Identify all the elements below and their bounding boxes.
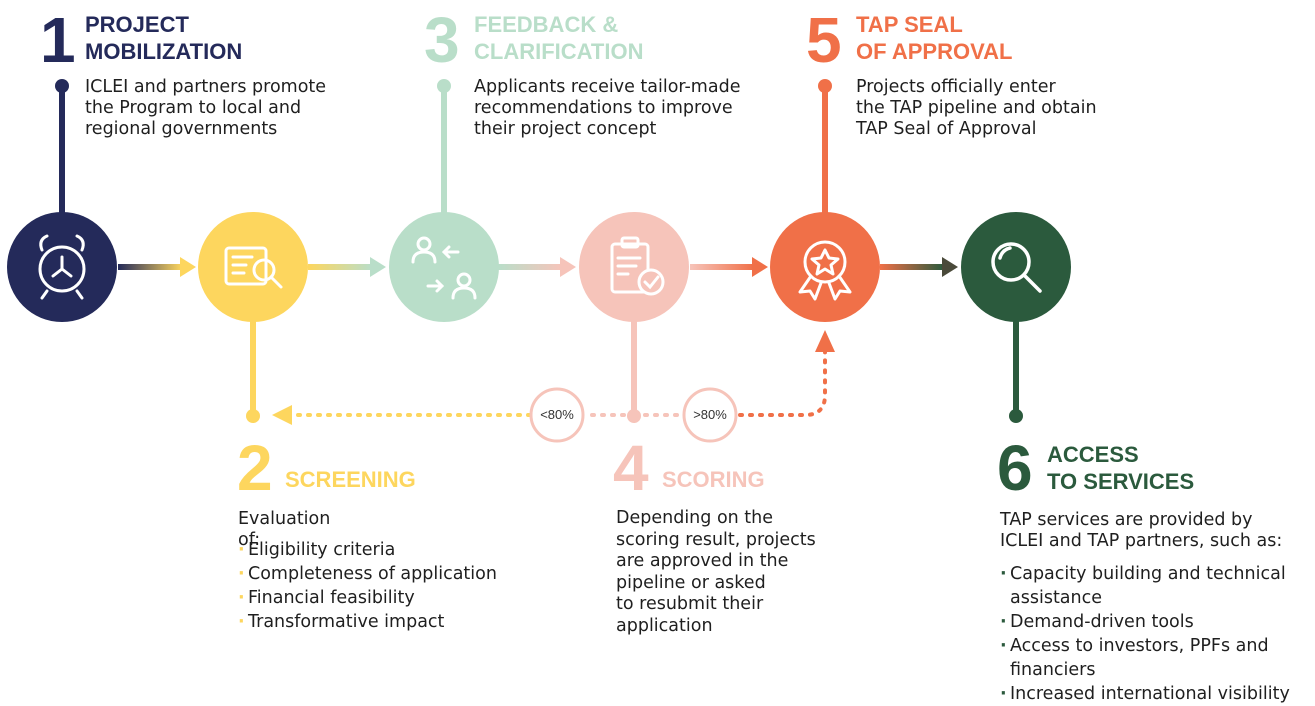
desc-line: to resubmit their [616, 594, 764, 614]
list-item: ·Access to investors, PPFs and [1000, 636, 1269, 656]
step-3-description: Applicants receive tailor-made recommend… [474, 77, 740, 140]
step-5-title: TAP SEAL OF APPROVAL [856, 11, 1012, 65]
desc-line: TAP services are provided by [1000, 510, 1253, 530]
document-search-icon [224, 246, 283, 289]
step-6-circle [961, 212, 1071, 322]
list-item-text: financiers [1010, 660, 1096, 680]
stem-6 [1009, 320, 1023, 423]
step-1-circle [7, 212, 117, 322]
magnifier-icon [991, 242, 1042, 293]
list-item-text: Increased international visibility [1010, 684, 1290, 704]
step-2-circle [198, 212, 308, 322]
list-item-text: assistance [1010, 588, 1103, 608]
step-2-number: 2 [237, 432, 273, 504]
desc-line: TAP Seal of Approval [856, 119, 1037, 139]
desc-line: ICLEI and TAP partners, such as: [1000, 531, 1283, 551]
step-5-title-line2: OF APPROVAL [856, 39, 1013, 64]
step-3-title-line2: CLARIFICATION [474, 39, 644, 64]
connector-1-2 [118, 257, 196, 277]
stem-1 [55, 79, 69, 214]
step-6-bullet-list: ·Capacity building and technical assista… [1000, 562, 1290, 706]
step-3-circle [389, 212, 499, 322]
alarm-clock-icon [38, 234, 86, 300]
step-1-description: ICLEI and partners promote the Program t… [85, 77, 326, 140]
desc-line: Projects officially enter [856, 77, 1056, 97]
list-item-text: Transformative impact [248, 612, 445, 632]
stem-3 [437, 79, 451, 214]
award-seal-icon [798, 240, 852, 301]
list-item: ·Increased international visibility [1000, 684, 1290, 704]
list-item: ·Financial feasibility [238, 588, 415, 608]
desc-line: are approved in the [616, 551, 789, 571]
list-item-text: Completeness of application [248, 564, 497, 584]
step-4-circle [579, 212, 689, 322]
badge-above-80 [682, 387, 738, 443]
step-6-number: 6 [997, 432, 1033, 504]
connector-4-5 [690, 257, 768, 277]
step-5-title-line1: TAP SEAL [856, 12, 963, 37]
connector-2-3 [308, 257, 386, 277]
step-1-number: 1 [40, 4, 76, 76]
list-item-text: Access to investors, PPFs and [1010, 636, 1269, 656]
desc-line: the Program to local and [85, 98, 302, 118]
step-3-title-line1: FEEDBACK & [474, 12, 619, 37]
stem-4 [627, 320, 641, 423]
step-5-number: 5 [806, 4, 842, 76]
list-item-text: Capacity building and technical [1010, 564, 1286, 584]
desc-line: scoring result, projects [616, 529, 816, 550]
step-1-title-line1: PROJECT [85, 12, 189, 37]
dotted-path-retry [272, 405, 626, 425]
desc-line: ICLEI and partners promote [85, 77, 327, 97]
dotted-path-approve [643, 330, 835, 417]
list-item: ·Completeness of application [238, 564, 497, 584]
step-4-title: SCORING [662, 467, 765, 492]
stem-5 [818, 79, 832, 214]
step-2-title: SCREENING [285, 467, 416, 492]
list-item: ·Transformative impact [238, 612, 445, 632]
list-item-text: Financial feasibility [248, 588, 415, 608]
step-4-number: 4 [613, 432, 649, 504]
connector-5-6 [880, 257, 958, 277]
desc-line: regional governments [85, 119, 278, 139]
users-exchange-icon [411, 236, 477, 300]
step-6-title-line2: TO SERVICES [1047, 469, 1195, 494]
list-item: ·Eligibility criteria [238, 540, 396, 560]
list-item-text: Demand-driven tools [1010, 612, 1194, 632]
list-item-text: Eligibility criteria [248, 540, 396, 560]
desc-line: their project concept [474, 119, 657, 139]
clipboard-check-icon [610, 236, 665, 296]
step-1-title-line2: MOBILIZATION [85, 39, 243, 64]
step-6-title-line1: ACCESS [1047, 442, 1139, 467]
badge-below-80 [529, 387, 585, 443]
step-1-title: PROJECT MOBILIZATION [85, 11, 242, 65]
step-6-title: ACCESS TO SERVICES [1047, 441, 1194, 495]
desc-line: application [616, 615, 713, 636]
step-3-number: 3 [424, 4, 460, 76]
desc-line: Applicants receive tailor-made [474, 77, 741, 97]
list-item: ·Capacity building and technical [1000, 564, 1286, 584]
desc-line: pipeline or asked [616, 572, 766, 593]
step-5-circle [770, 212, 880, 322]
step-3-title: FEEDBACK & CLARIFICATION [474, 11, 643, 65]
list-item: assistance [1000, 586, 1290, 610]
desc-line: Depending on the [616, 508, 774, 528]
list-item: ·Demand-driven tools [1000, 612, 1194, 632]
step-6-intro: TAP services are provided by ICLEI and T… [1000, 510, 1282, 552]
step-2-intro: Evaluation of: [238, 509, 331, 550]
list-item: financiers [1000, 658, 1290, 682]
threshold-above-label: >80% [693, 407, 727, 422]
step-5-description: Projects officially enter the TAP pipeli… [856, 77, 1097, 140]
step-2-bullet-list: ·Eligibility criteria ·Completeness of a… [238, 538, 497, 634]
step-4-description: Depending on the scoring result, project… [616, 508, 816, 637]
desc-line: the TAP pipeline and obtain [856, 98, 1097, 118]
threshold-below-label: <80% [540, 407, 574, 422]
desc-line: recommendations to improve [474, 98, 733, 118]
connector-3-4 [498, 257, 576, 277]
stem-2 [246, 320, 260, 423]
